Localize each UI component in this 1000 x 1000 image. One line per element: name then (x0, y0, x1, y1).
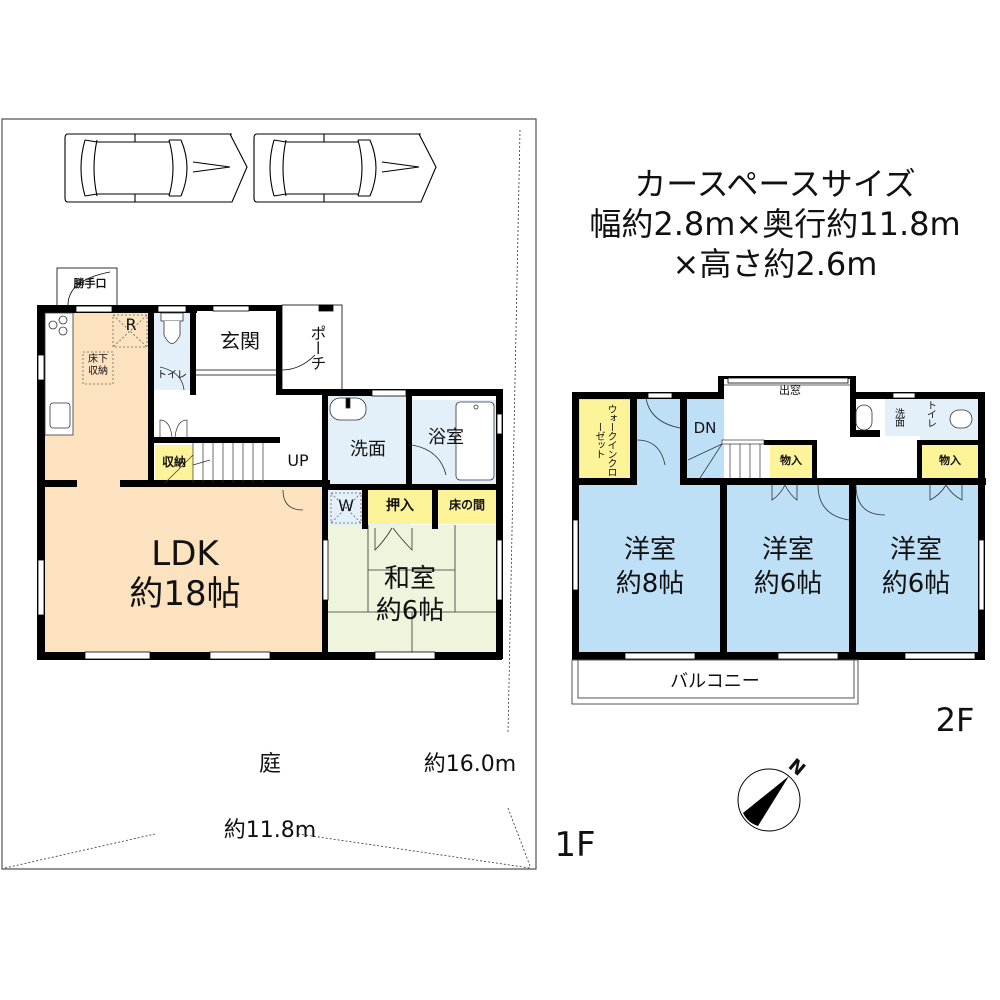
ldk-size: 約18帖 (129, 574, 241, 614)
porch-label: ポーチ (307, 325, 327, 370)
floor1-windows (37, 305, 503, 660)
stairs-down-label: DN (693, 419, 717, 437)
tokonoma-label: 床の間 (448, 498, 485, 512)
toilet-label-2f: トイレ (924, 400, 936, 427)
dimension-lines (4, 129, 531, 869)
car-space-title: カースペースサイズ (634, 165, 916, 203)
washitsu-label: 和室 (383, 564, 436, 594)
toilet-label-1f: トイレ (157, 370, 187, 381)
garden-label: 庭 (258, 752, 281, 777)
depth-dimension: 約16.0m (423, 752, 517, 777)
car-icon (64, 133, 437, 203)
genkan-label: 玄関 (220, 329, 260, 353)
dashed-boxes (82, 314, 362, 524)
yoshitsu3-label: 洋室 (889, 535, 942, 565)
yoshitsu1-label: 洋室 (623, 535, 676, 565)
balcony (571, 659, 859, 705)
yoshitsu3-size: 約6帖 (881, 569, 951, 599)
floor2-doors (636, 397, 973, 521)
senmen-label-2f: 洗面 (892, 408, 904, 426)
car-space-height: ×高さ約2.6m (672, 245, 878, 283)
floor2-fills (578, 396, 982, 658)
stairs-1f (159, 419, 264, 484)
refrigerator-label: R (125, 315, 137, 334)
toilet-fixture (159, 312, 185, 391)
tatami-lines (328, 525, 498, 655)
washer-label: W (338, 496, 354, 515)
bath-fixtures (282, 397, 495, 551)
shuno-label: 収納 (161, 455, 186, 469)
floor1-label: 1F (554, 825, 596, 865)
storage1-label: 物入 (780, 454, 802, 467)
floor2-label: 2F (935, 701, 975, 739)
yoshitsu1-size: 約8帖 (615, 569, 685, 599)
width-dimension: 約11.8m (223, 818, 317, 843)
katteguchi-label: 勝手口 (73, 277, 107, 290)
kitchen-counter (44, 312, 74, 436)
underfloor-storage-label: 床下収納 (88, 354, 108, 377)
yokushitsu-label: 浴室 (428, 427, 464, 448)
walk-in-closet-label: ウォークインクローゼット (593, 404, 616, 476)
compass-icon (737, 768, 801, 832)
demado-label: 出窓 (779, 384, 801, 397)
lot-boundary (1, 118, 537, 870)
oshiire-label: 押入 (386, 498, 414, 514)
balcony-label: バルコニー (670, 671, 760, 692)
senmen-label-1f: 洗面 (350, 439, 386, 460)
yoshitsu2-size: 約6帖 (753, 569, 823, 599)
car-space-dimensions: 幅約2.8m×奥行約11.8m (589, 205, 961, 243)
washitsu-size: 約6帖 (375, 596, 445, 626)
storage2-label: 物入 (939, 454, 961, 467)
stairs-2f (687, 384, 850, 479)
ldk-label: LDK (151, 534, 219, 574)
stairs-up-label: UP (287, 451, 309, 470)
back-door (56, 267, 118, 307)
porch (196, 304, 343, 392)
floor2-windows (572, 377, 985, 660)
yoshitsu2-label: 洋室 (761, 535, 814, 565)
